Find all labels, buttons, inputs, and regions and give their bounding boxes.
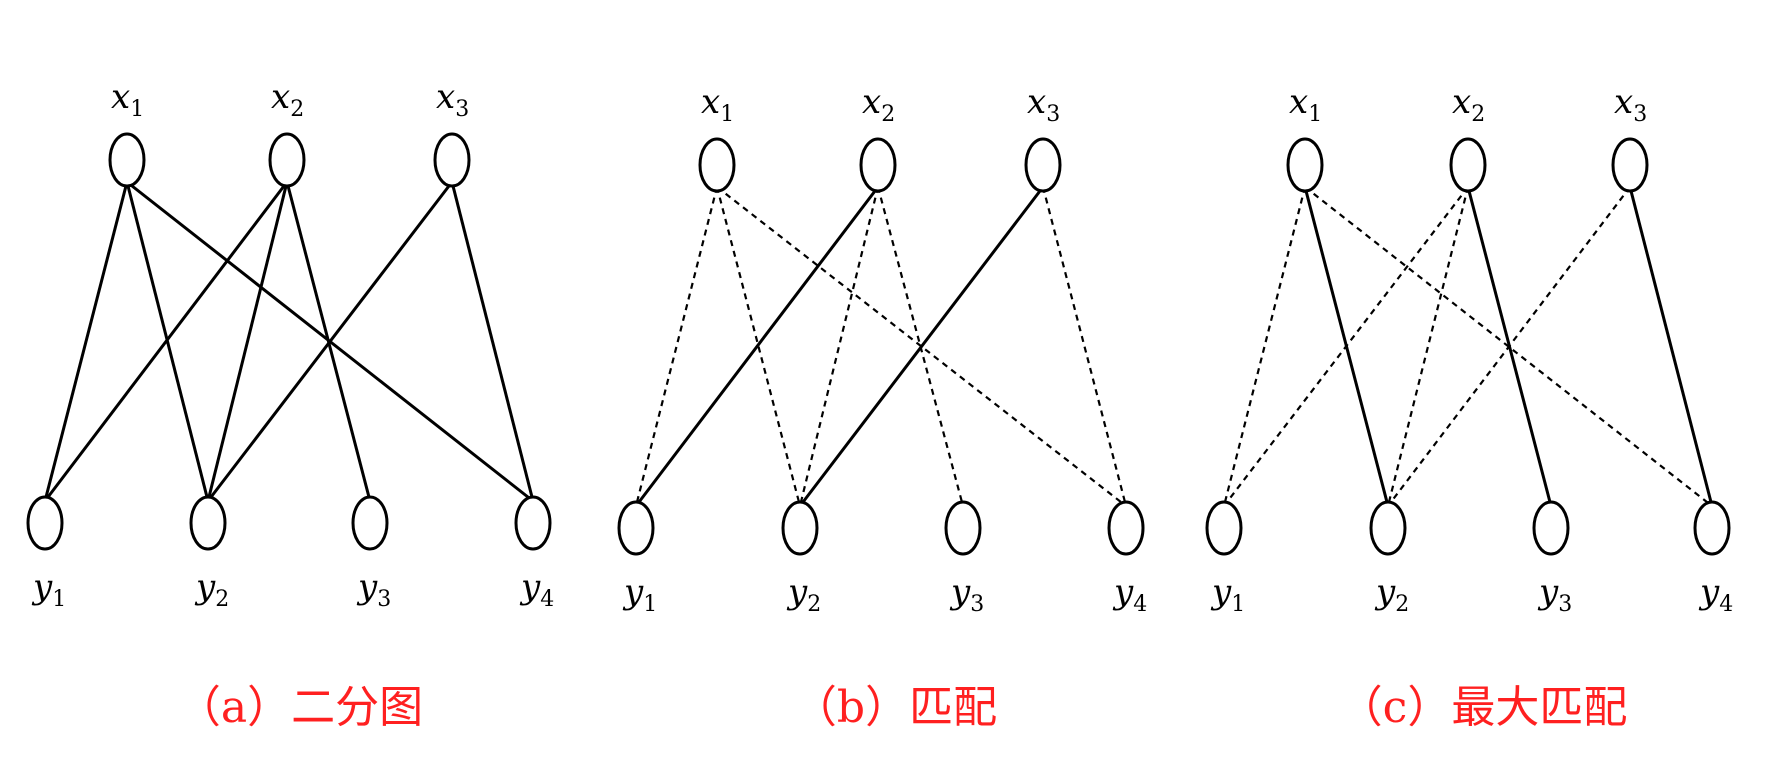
node-y2 [189, 495, 227, 551]
label-x1: x1 [1289, 82, 1322, 127]
edge-x3-y2-dashed [1387, 186, 1631, 507]
node-x1 [1286, 137, 1324, 193]
node-y3 [944, 500, 982, 556]
edge-x2-y1-dashed [1223, 186, 1469, 507]
edge-x3-y4-solid [1628, 186, 1714, 507]
diagram-maximum-matching: x1 x2 x3 y1 y2 y3 y4 （c）最大匹配 [1205, 82, 1733, 733]
label-x3: x3 [1027, 82, 1060, 127]
node-x2 [1449, 137, 1487, 193]
label-x1: x1 [111, 77, 144, 122]
edge-x1-y1-dashed [634, 186, 719, 507]
label-x2: x2 [1452, 82, 1485, 127]
edge-x3-y4-dashed [1041, 186, 1128, 507]
caption-1: （b）匹配 [793, 682, 997, 733]
edge-x2-y1-solid [634, 186, 880, 507]
node-y3 [351, 495, 389, 551]
label-y4: y4 [1698, 572, 1733, 617]
label-y3: y3 [949, 572, 984, 617]
node-y1 [26, 495, 64, 551]
edge-x2-y2-solid [206, 181, 289, 502]
node-y3 [1532, 500, 1570, 556]
label-y3: y3 [356, 567, 391, 612]
label-y4: y4 [519, 567, 554, 612]
node-x3 [1024, 137, 1062, 193]
node-y4 [514, 495, 552, 551]
label-y1: y1 [31, 567, 66, 612]
node-y4 [1693, 500, 1731, 556]
node-y2 [1369, 500, 1407, 556]
edge-x3-y2-solid [206, 181, 454, 502]
label-y3: y3 [1537, 572, 1572, 617]
label-y2: y2 [194, 567, 229, 612]
diagram-bipartite-graph: x1 x2 x3 y1 y2 y3 y4 （a）二分图 [26, 77, 554, 733]
edge-x1-y1-solid [43, 181, 129, 502]
diagram-matching: x1 x2 x3 y1 y2 y3 y4 （b）匹配 [617, 82, 1147, 733]
label-y1: y1 [1210, 572, 1245, 617]
label-y1: y1 [622, 572, 657, 617]
node-x3 [1611, 137, 1649, 193]
label-x2: x2 [271, 77, 304, 122]
node-y1 [617, 500, 655, 556]
edge-x2-y2-dashed [798, 186, 880, 507]
edge-x3-y4-solid [450, 181, 535, 502]
edge-x1-y1-dashed [1222, 186, 1307, 507]
edge-x1-y4-dashed [716, 186, 1127, 507]
caption-2: （c）最大匹配 [1339, 682, 1628, 733]
node-y4 [1107, 500, 1145, 556]
edge-x2-y2-dashed [1386, 186, 1470, 507]
label-x2: x2 [862, 82, 895, 127]
node-x3 [433, 132, 471, 188]
caption-0: （a）二分图 [177, 682, 423, 733]
label-x1: x1 [701, 82, 734, 127]
node-x2 [268, 132, 306, 188]
label-y4: y4 [1112, 572, 1147, 617]
node-x2 [859, 137, 897, 193]
node-x1 [698, 137, 736, 193]
edge-x2-y1-solid [43, 181, 289, 502]
label-y2: y2 [786, 572, 821, 617]
label-x3: x3 [436, 77, 469, 122]
label-y2: y2 [1374, 572, 1409, 617]
label-x3: x3 [1614, 82, 1647, 127]
node-x1 [108, 132, 146, 188]
node-y2 [781, 500, 819, 556]
node-y1 [1205, 500, 1243, 556]
edge-x3-y2-solid [798, 186, 1045, 507]
